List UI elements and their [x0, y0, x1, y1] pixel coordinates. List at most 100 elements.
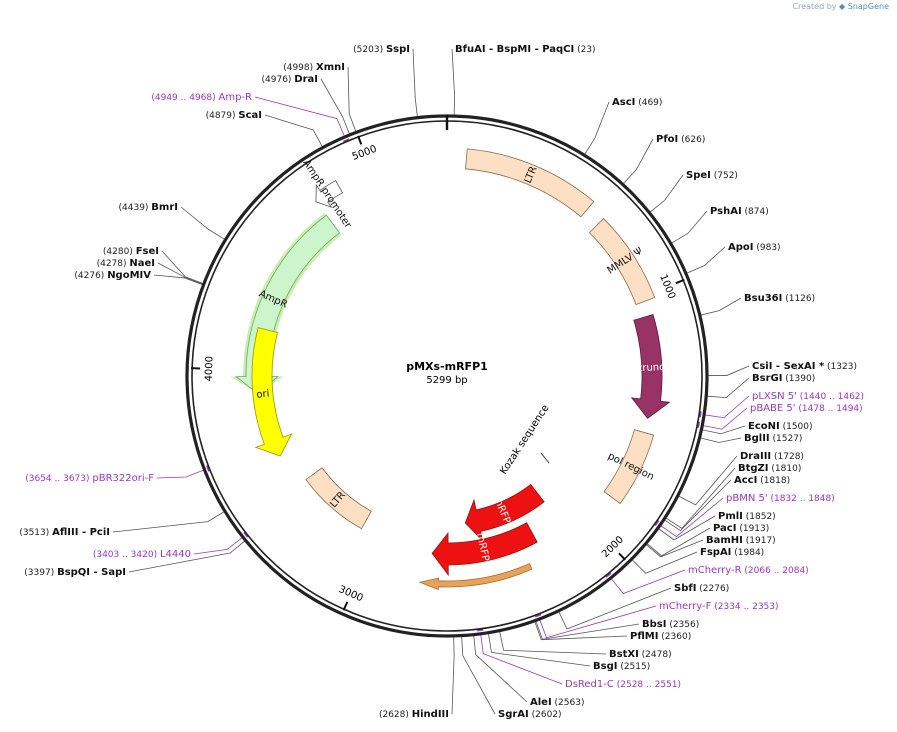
leader-line	[558, 587, 672, 630]
primer-label[interactable]: pBMN 5' (1832 .. 1848)	[726, 493, 835, 504]
feature-gag[interactable]	[630, 313, 671, 419]
feature-ampr[interactable]	[234, 214, 341, 395]
plasmid-name: pMXs-mRFP1	[406, 360, 488, 373]
leader-line	[649, 174, 684, 213]
primer-site-mark	[653, 519, 660, 527]
leader-line	[664, 479, 732, 532]
tick-label: 1000	[657, 273, 677, 301]
tick-mark	[342, 601, 349, 611]
primer-site-mark	[206, 465, 211, 472]
enzyme-label[interactable]: BglII (1527)	[744, 433, 802, 444]
leader-line	[539, 605, 657, 639]
enzyme-label[interactable]: EcoNI (1500)	[748, 421, 813, 432]
enzyme-label[interactable]: BamHI (1917)	[706, 535, 776, 546]
enzyme-label[interactable]: BsrGI (1390)	[752, 373, 815, 384]
leader-line	[264, 114, 323, 147]
leader-line	[347, 66, 357, 132]
enzyme-label[interactable]: ApoI (983)	[728, 242, 781, 253]
leader-line	[671, 210, 708, 244]
leader-line	[451, 636, 455, 715]
primer-site-mark	[342, 138, 350, 143]
enzyme-label[interactable]: DraIII (1728)	[740, 451, 804, 462]
leader-line	[480, 634, 563, 685]
enzyme-label[interactable]: (5203) SspI	[353, 44, 410, 55]
enzyme-label[interactable]: PmlI (1852)	[718, 511, 776, 522]
leader-line	[254, 96, 345, 137]
leader-line	[623, 138, 654, 184]
leader-line	[700, 437, 742, 443]
enzyme-label[interactable]: (3513) AflIII - PciI	[19, 527, 110, 538]
enzyme-label[interactable]: BbsI (2356)	[642, 619, 699, 630]
leader-line	[156, 469, 204, 479]
leader-line	[193, 537, 243, 555]
leader-line	[678, 455, 738, 506]
enzyme-label[interactable]: (4998) XmnI	[283, 62, 345, 73]
enzyme-label[interactable]: SgrAI (2602)	[498, 709, 562, 720]
enzyme-label[interactable]: PflMI (2360)	[630, 631, 691, 642]
leader-line	[702, 425, 746, 435]
enzyme-label[interactable]: SbfI (2276)	[674, 583, 729, 594]
leader-line	[584, 101, 610, 155]
enzyme-label[interactable]: PshAI (874)	[710, 206, 769, 217]
feature-ltr-1[interactable]	[465, 148, 595, 218]
enzyme-label[interactable]: PfoI (626)	[656, 134, 705, 145]
leader-line	[153, 274, 203, 285]
feature-ltr-2[interactable]	[305, 467, 372, 530]
tick-mark	[675, 278, 685, 285]
enzyme-label[interactable]: AscI (469)	[612, 97, 662, 108]
enzyme-label[interactable]: BfuAI - BspMI - PaqCI (23)	[455, 44, 596, 55]
enzyme-label[interactable]: AccI (1818)	[734, 475, 790, 486]
leader-line	[686, 246, 726, 274]
enzyme-label[interactable]: PacI (1913)	[713, 523, 769, 534]
snapgene-credit: Created by ◆ SnapGene	[792, 2, 889, 11]
enzyme-label[interactable]: (4276) NgoMIV	[74, 270, 151, 281]
enzyme-label[interactable]: BsgI (2515)	[593, 661, 650, 672]
leader-line	[631, 551, 698, 574]
leader-line	[451, 48, 456, 116]
enzyme-label[interactable]: (4280) FseI	[103, 246, 159, 257]
feature-amp-promoter[interactable]	[315, 179, 344, 208]
primer-label[interactable]: mCherry-F (2334 .. 2353)	[659, 601, 779, 612]
leader-line	[707, 377, 750, 399]
primer-label[interactable]: pBABE 5' (1478 .. 1494)	[750, 403, 863, 414]
feature-mmlv-psi[interactable]	[588, 218, 656, 306]
enzyme-label[interactable]: SpeI (752)	[686, 170, 738, 181]
enzyme-label[interactable]: (4976) DraI	[262, 74, 319, 85]
feature-mrfp1-a[interactable]	[464, 483, 545, 543]
primer-label[interactable]: (4949 .. 4968) Amp-R	[151, 92, 252, 103]
kozak-label: Kozak sequence	[498, 403, 551, 477]
enzyme-label[interactable]: AleI (2563)	[530, 697, 584, 708]
enzyme-label[interactable]: (3397) BspQI - SapI	[24, 567, 126, 578]
enzyme-label[interactable]: (4278) NaeI	[97, 258, 155, 269]
primer-label[interactable]: DsRed1-C (2528 .. 2551)	[565, 679, 681, 690]
leader-line	[707, 365, 750, 376]
primer-site-mark	[534, 613, 542, 618]
primer-site-mark	[698, 410, 702, 418]
enzyme-label[interactable]: (4879) ScaI	[206, 110, 262, 121]
enzyme-label[interactable]: (2628) HindIII	[379, 709, 449, 720]
enzyme-label[interactable]: CsiI - SexAI * (1323)	[752, 361, 857, 372]
feature-ori[interactable]	[251, 327, 293, 457]
enzyme-label[interactable]: FspAI (1984)	[700, 547, 764, 558]
primer-label[interactable]: pLXSN 5' (1440 .. 1462)	[752, 391, 864, 402]
tick-mark	[618, 552, 626, 561]
leader-line	[180, 206, 225, 240]
leader-line	[473, 635, 528, 703]
enzyme-label[interactable]: Bsu36I (1126)	[744, 293, 815, 304]
primer-label[interactable]: (3403 .. 3420) L4440	[93, 549, 191, 560]
feature-label: ori	[256, 389, 270, 401]
tick-mark	[357, 135, 363, 145]
primer-label[interactable]: mCherry-R (2066 .. 2084)	[688, 565, 809, 576]
leader-line	[705, 395, 750, 419]
leader-line	[645, 539, 704, 558]
primer-site-mark	[696, 421, 701, 428]
enzyme-label[interactable]: (4439) BmrI	[119, 202, 179, 213]
leader-line	[611, 569, 686, 594]
primer-label[interactable]: (3654 .. 3673) pBR322ori-F	[25, 473, 154, 484]
tick-label: 3000	[337, 584, 365, 604]
enzyme-label[interactable]: BstXI (2478)	[609, 649, 672, 660]
enzyme-label[interactable]: BtgZI (1810)	[738, 463, 801, 474]
feature-mrfp1-b[interactable]	[431, 522, 538, 577]
feature-mcherry-pack[interactable]	[418, 563, 533, 591]
feature-pol[interactable]	[603, 429, 655, 505]
